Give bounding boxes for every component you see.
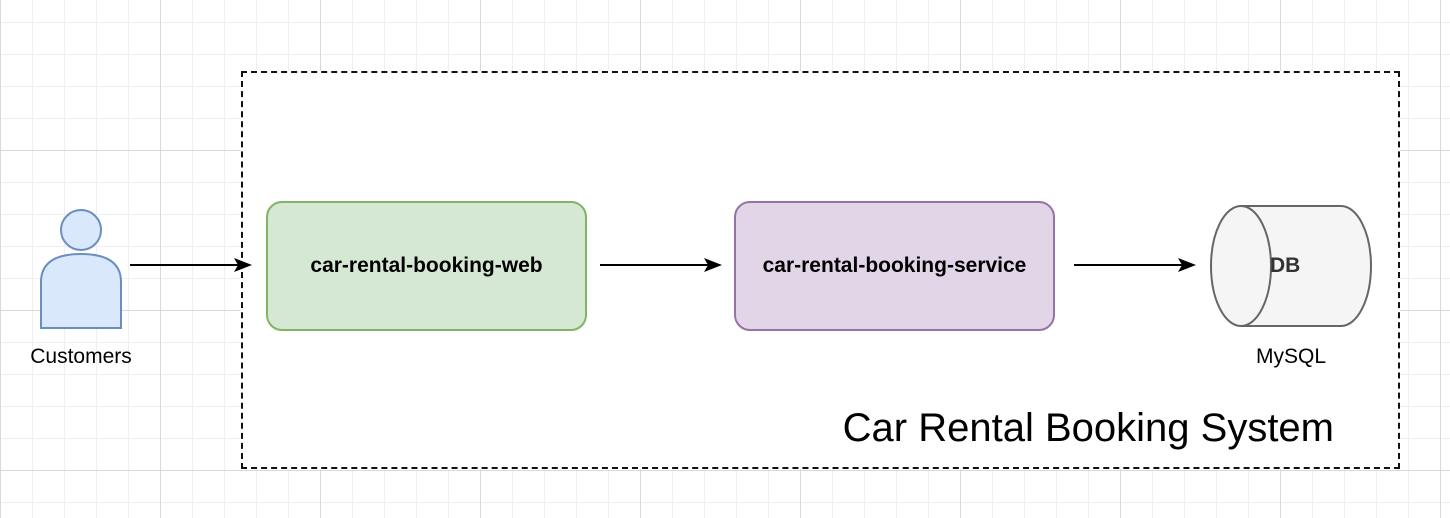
arrow-web-to-service[interactable] xyxy=(600,258,722,272)
db-inner-label: DB xyxy=(1270,254,1301,277)
arrow-service-to-db[interactable] xyxy=(1074,258,1196,272)
db-label: MySQL xyxy=(1255,345,1326,368)
node-service[interactable]: car-rental-booking-service xyxy=(734,201,1055,331)
person-icon[interactable] xyxy=(38,204,124,330)
cylinder-db-icon[interactable] xyxy=(1209,204,1373,328)
actor-label: Customers xyxy=(30,345,132,368)
arrow-customers-to-web[interactable] xyxy=(130,258,252,272)
boundary-title: Car Rental Booking System xyxy=(842,406,1334,450)
node-web[interactable]: car-rental-booking-web xyxy=(266,201,587,331)
